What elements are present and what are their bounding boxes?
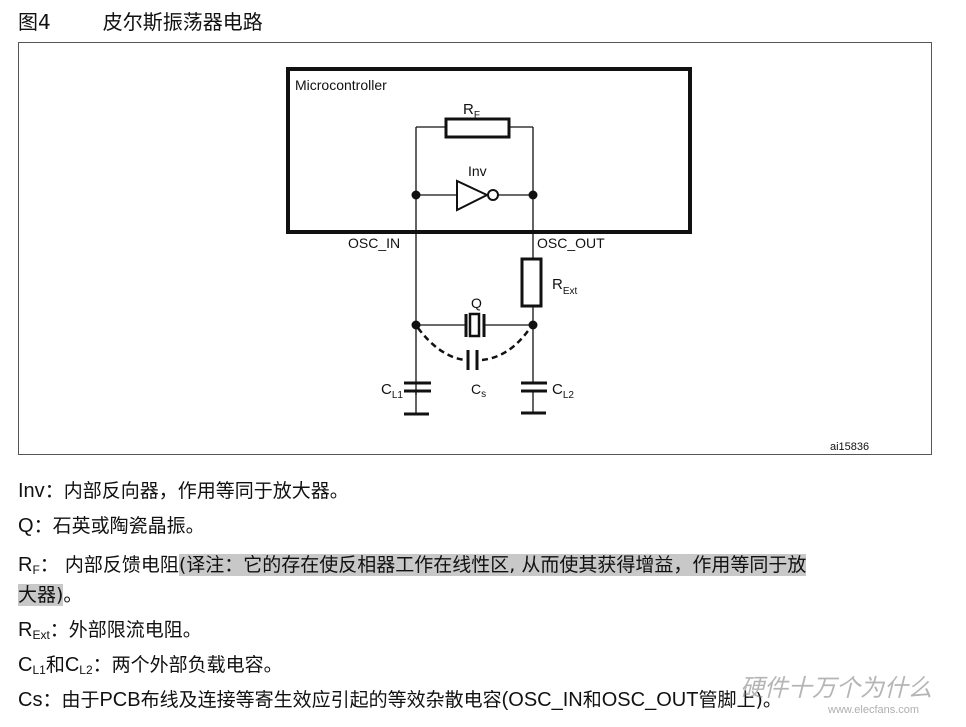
figure-code: ai15836 bbox=[830, 441, 869, 453]
cs-dashed-wire bbox=[417, 327, 466, 362]
microcontroller-label: Microcontroller bbox=[295, 77, 387, 93]
circuit-wire: C bbox=[381, 381, 392, 398]
rf-label: RF bbox=[463, 101, 480, 121]
figure-label: 图4 bbox=[18, 10, 51, 34]
circuit-wire: F bbox=[474, 110, 480, 121]
junction-dot bbox=[411, 320, 421, 330]
circuit-wire: L1 bbox=[392, 390, 404, 401]
highlighted-note: (译注：它的存在使反相器工作在线性区, 从而使其获得增益，作用等同于放 bbox=[178, 554, 807, 576]
rf-resistor bbox=[444, 117, 511, 139]
note-inv: Inv：内部反向器，作用等同于放大器。 bbox=[18, 480, 349, 502]
inverter-bubble bbox=[487, 189, 499, 201]
junction-dot bbox=[528, 190, 538, 200]
rext-label: RExt bbox=[552, 276, 578, 297]
diagram-frame bbox=[18, 42, 932, 455]
note-rf-cont: 大器)。 bbox=[18, 584, 83, 606]
circuit-wire: C bbox=[471, 381, 481, 397]
watermark: 硬件十万个为什么 bbox=[740, 674, 932, 702]
note-cs: Cs：由于PCB布线及连接等寄生效应引起的等效杂散电容(OSC_IN和OSC_O… bbox=[18, 689, 782, 711]
highlighted-note: 大器) bbox=[18, 584, 64, 606]
circuit-wire: C bbox=[552, 381, 563, 398]
junction-dot bbox=[411, 190, 421, 200]
circuit-wire: R bbox=[463, 101, 474, 118]
inv-label: Inv bbox=[468, 163, 487, 179]
circuit-wire: L2 bbox=[563, 390, 575, 401]
inverter-symbol bbox=[456, 179, 490, 212]
crystal-symbol bbox=[468, 312, 481, 338]
q-label: Q bbox=[471, 295, 482, 311]
circuit-wire bbox=[481, 327, 532, 362]
circuit-wire: Ext bbox=[563, 286, 578, 297]
circuit-wire: R bbox=[552, 276, 563, 293]
junction-dot bbox=[528, 320, 538, 330]
figure-caption: 皮尔斯振荡器电路 bbox=[102, 10, 263, 34]
cs-label: Cs bbox=[471, 381, 486, 400]
cl1-label: CL1 bbox=[381, 381, 403, 401]
microcontroller-box bbox=[286, 67, 692, 234]
osc-out-label: OSC_OUT bbox=[537, 235, 605, 251]
rext-resistor bbox=[520, 257, 543, 308]
figure-title: 图4 皮尔斯振荡器电路 bbox=[18, 6, 315, 35]
note-q: Q：石英或陶瓷晶振。 bbox=[18, 515, 205, 537]
cl2-label: CL2 bbox=[552, 381, 574, 401]
note-rf: RF： 内部反馈电阻(译注：它的存在使反相器工作在线性区, 从而使其获得增益，作… bbox=[18, 554, 807, 577]
circuit-wire: s bbox=[481, 389, 486, 400]
note-rext: RExt：外部限流电阻。 bbox=[18, 619, 202, 642]
watermark-site: www.elecfans.com bbox=[828, 704, 920, 716]
note-cl: CL1和CL2：两个外部负载电容。 bbox=[18, 654, 283, 677]
osc-in-label: OSC_IN bbox=[348, 235, 400, 251]
